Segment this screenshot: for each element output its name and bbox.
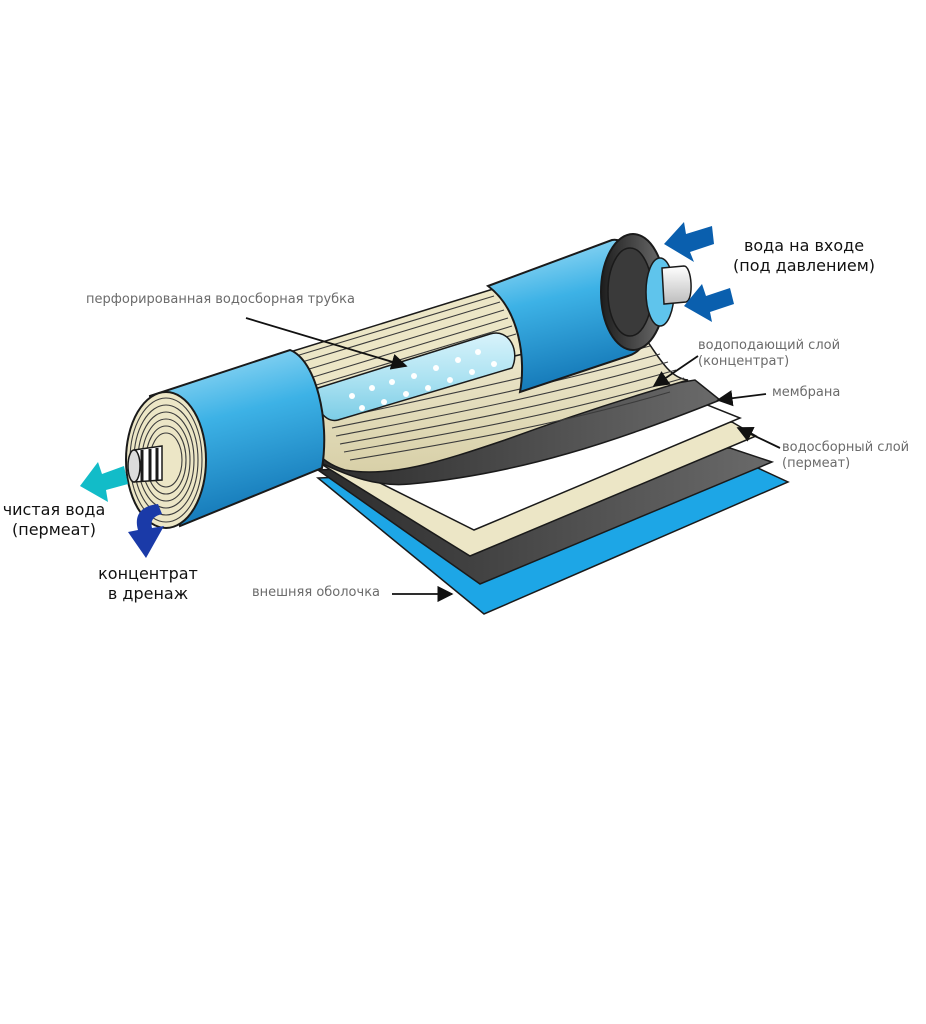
clean-water-label-line2: (пермеат) — [12, 520, 96, 539]
membrane-label: мембрана — [772, 385, 841, 400]
clean-water-label: чистая вода (пермеат) — [0, 500, 108, 540]
inlet-label: вода на входе (под давлением) — [724, 236, 884, 276]
inlet-pipe — [661, 265, 692, 305]
feed-layer-label-line2: (концентрат) — [698, 354, 790, 370]
clean-water-label-line1: чистая вода — [2, 500, 106, 519]
permeate-layer-label-line1: водосборный слой — [782, 440, 910, 455]
inlet-arrow-lower-icon — [684, 284, 734, 322]
concentrate-label-line1: концентрат — [98, 564, 198, 583]
concentrate-label-line2: в дренаж — [107, 584, 189, 603]
feed-layer-label: водоподающий слой (концентрат) — [698, 338, 840, 371]
perforated-tube-label: перфорированная водосборная трубка — [86, 292, 355, 307]
permeate-arrow-icon — [80, 462, 128, 502]
housing-right — [485, 233, 692, 394]
outer-shell-label: внешняя оболочка — [252, 585, 381, 600]
concentrate-arrow-icon — [128, 504, 164, 558]
inlet-arrow-upper-icon — [664, 222, 714, 262]
housing-left — [125, 348, 326, 529]
inlet-label-line1: вода на входе — [743, 236, 865, 255]
permeate-layer-label: водосборный слой (пермеат) — [782, 440, 909, 473]
feed-layer-label-line1: водоподающий слой — [698, 338, 841, 353]
permeate-layer-label-line2: (пермеат) — [782, 456, 851, 472]
inlet-label-line2: (под давлением) — [732, 256, 876, 275]
concentrate-label: концентрат в дренаж — [88, 564, 208, 604]
leader-lines — [245, 317, 781, 603]
inlet-arrows — [664, 222, 734, 322]
tube-perforations — [349, 349, 497, 411]
